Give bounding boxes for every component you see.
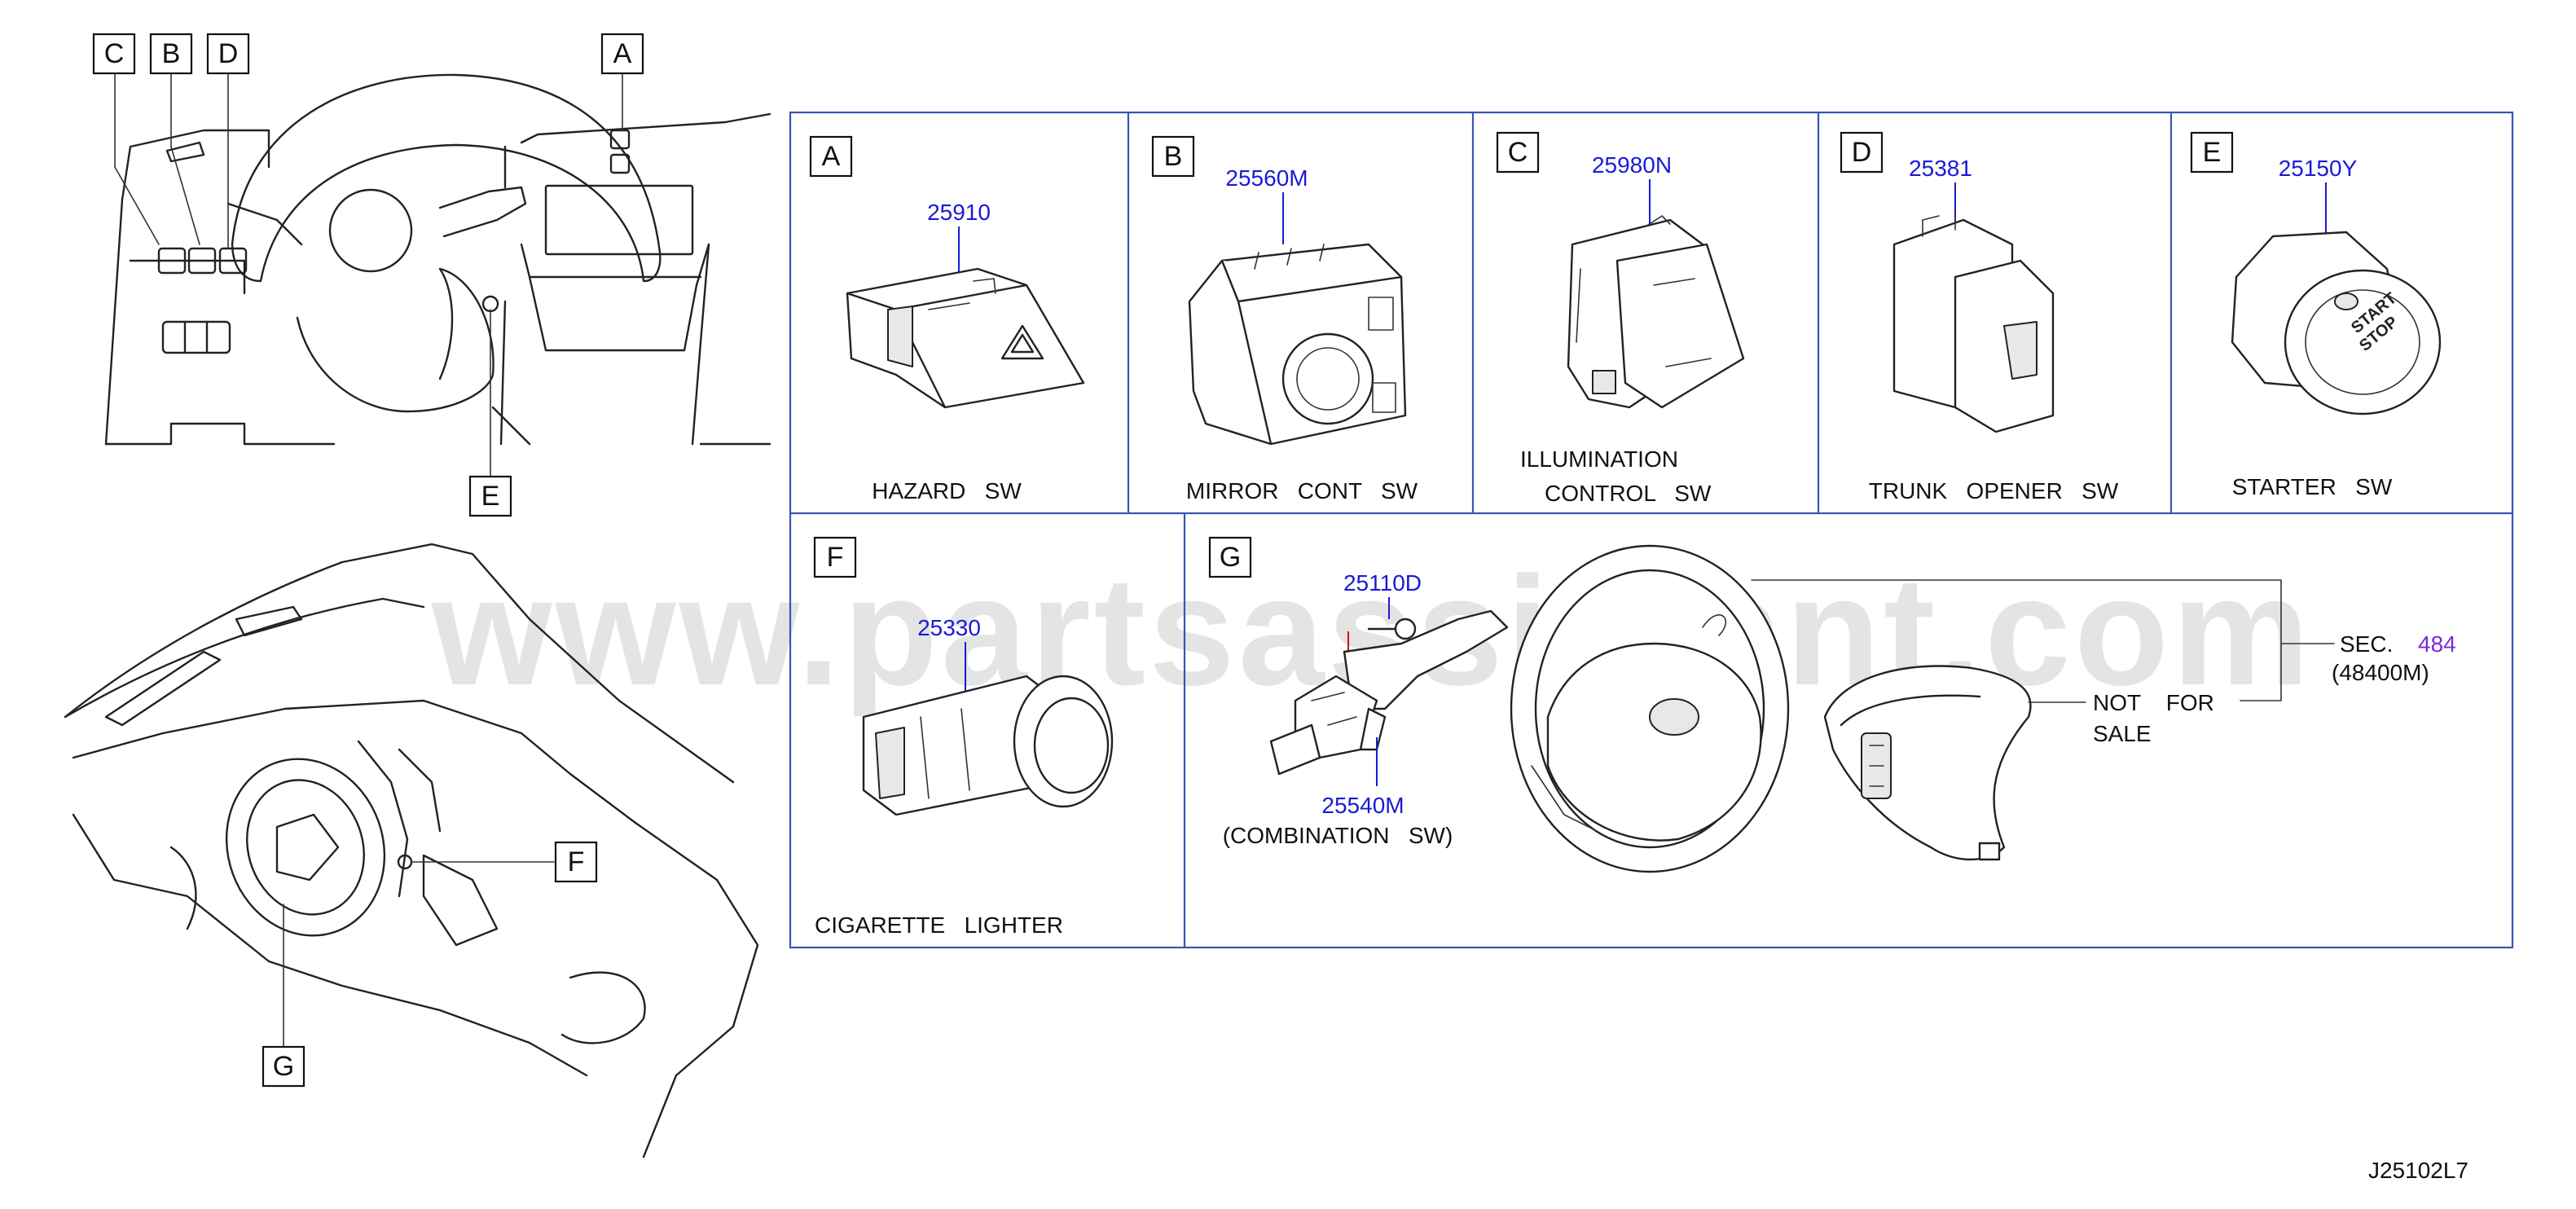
part-number-25910: 25910 xyxy=(927,200,991,225)
note-not-for-sale-line1: NOT FOR xyxy=(2093,690,2214,715)
section-prefix: SEC. xyxy=(2340,631,2393,657)
caption-starter-sw: STARTER SW xyxy=(2232,474,2393,499)
svg-text:F: F xyxy=(568,846,585,877)
caption-illumination-line2: CONTROL SW xyxy=(1545,481,1712,506)
caption-hazard-sw: HAZARD SW xyxy=(872,478,1022,503)
svg-text:E: E xyxy=(481,481,500,512)
screw-illustration xyxy=(1367,618,1417,640)
note-not-for-sale-line2: SALE xyxy=(2093,721,2152,746)
part-number-25540m: 25540M xyxy=(1321,793,1404,818)
caption-combination-sw: (COMBINATION SW) xyxy=(1223,823,1453,848)
svg-text:D: D xyxy=(218,38,239,69)
trunk-opener-illustration xyxy=(1892,213,2055,433)
svg-text:F: F xyxy=(827,542,844,573)
caption-cigarette-lighter: CIGARETTE LIGHTER xyxy=(815,912,1063,938)
cigarette-lighter-illustration xyxy=(862,675,1114,816)
part-number-25330: 25330 xyxy=(917,615,981,640)
callout-f-left: F xyxy=(554,841,598,883)
panel-e-starter-switch: E 25150Y START STOP STARTER SW xyxy=(2190,131,2442,499)
dashboard-front-overview xyxy=(104,73,771,477)
panel-c-illumination-control-switch: C 25980N ILLUMINATION CONTROL SW xyxy=(1496,131,1745,506)
part-number-25980n: 25980N xyxy=(1592,152,1672,178)
section-sub: (48400M) xyxy=(2332,660,2429,685)
steering-wheel-switch-illustration xyxy=(1823,665,2032,861)
panel-a-hazard-switch: A 25910 HAZARD SW xyxy=(809,135,1085,503)
panel-g-combination-switch: G 25110D 25540M (COMBINATION SW) xyxy=(1208,536,2456,873)
interior-perspective-overview xyxy=(64,543,759,1158)
hazard-switch-illustration xyxy=(846,267,1085,409)
callout-d-top: D xyxy=(206,33,250,75)
part-number-25110d: 25110D xyxy=(1343,570,1422,596)
svg-text:C: C xyxy=(104,38,125,69)
combination-switch-illustration xyxy=(1269,609,1509,776)
callout-b-top: B xyxy=(149,33,193,75)
svg-text:G: G xyxy=(273,1051,294,1082)
svg-text:A: A xyxy=(822,141,841,172)
section-number: 484 xyxy=(2418,631,2456,657)
part-number-25560m: 25560M xyxy=(1225,165,1308,191)
callout-g-left: G xyxy=(262,1045,306,1088)
starter-switch-illustration: START STOP xyxy=(2231,231,2442,415)
mirror-switch-illustration xyxy=(1188,243,1407,446)
svg-text:B: B xyxy=(1164,141,1183,172)
svg-text:E: E xyxy=(2203,137,2222,168)
steering-wheel-illustration xyxy=(1510,544,1790,873)
callout-c-top: C xyxy=(92,33,136,75)
caption-trunk-opener-sw: TRUNK OPENER SW xyxy=(1869,478,2119,503)
caption-illumination-line1: ILLUMINATION xyxy=(1520,446,1678,472)
panel-f-cigarette-lighter: F 25330 CIGARETTE LIGHTER xyxy=(813,536,1114,938)
diagram-code: J25102L7 xyxy=(2368,1158,2468,1183)
callout-e-top: E xyxy=(468,475,512,517)
svg-text:G: G xyxy=(1220,542,1241,573)
caption-mirror-cont-sw: MIRROR CONT SW xyxy=(1186,478,1418,503)
part-number-25381: 25381 xyxy=(1909,156,1972,181)
svg-text:B: B xyxy=(162,38,181,69)
svg-text:C: C xyxy=(1508,137,1528,168)
panel-d-trunk-opener-switch: D 25381 TRUNK OPENER SW xyxy=(1840,131,2119,503)
part-number-25150y: 25150Y xyxy=(2279,156,2358,181)
svg-text:D: D xyxy=(1852,137,1872,168)
svg-text:A: A xyxy=(613,38,632,69)
panel-b-mirror-control-switch: B 25560M MIRROR CONT SW xyxy=(1151,135,1418,503)
callout-a-top: A xyxy=(600,33,644,75)
parts-grid xyxy=(789,111,2514,949)
illumination-switch-illustration xyxy=(1567,215,1745,409)
